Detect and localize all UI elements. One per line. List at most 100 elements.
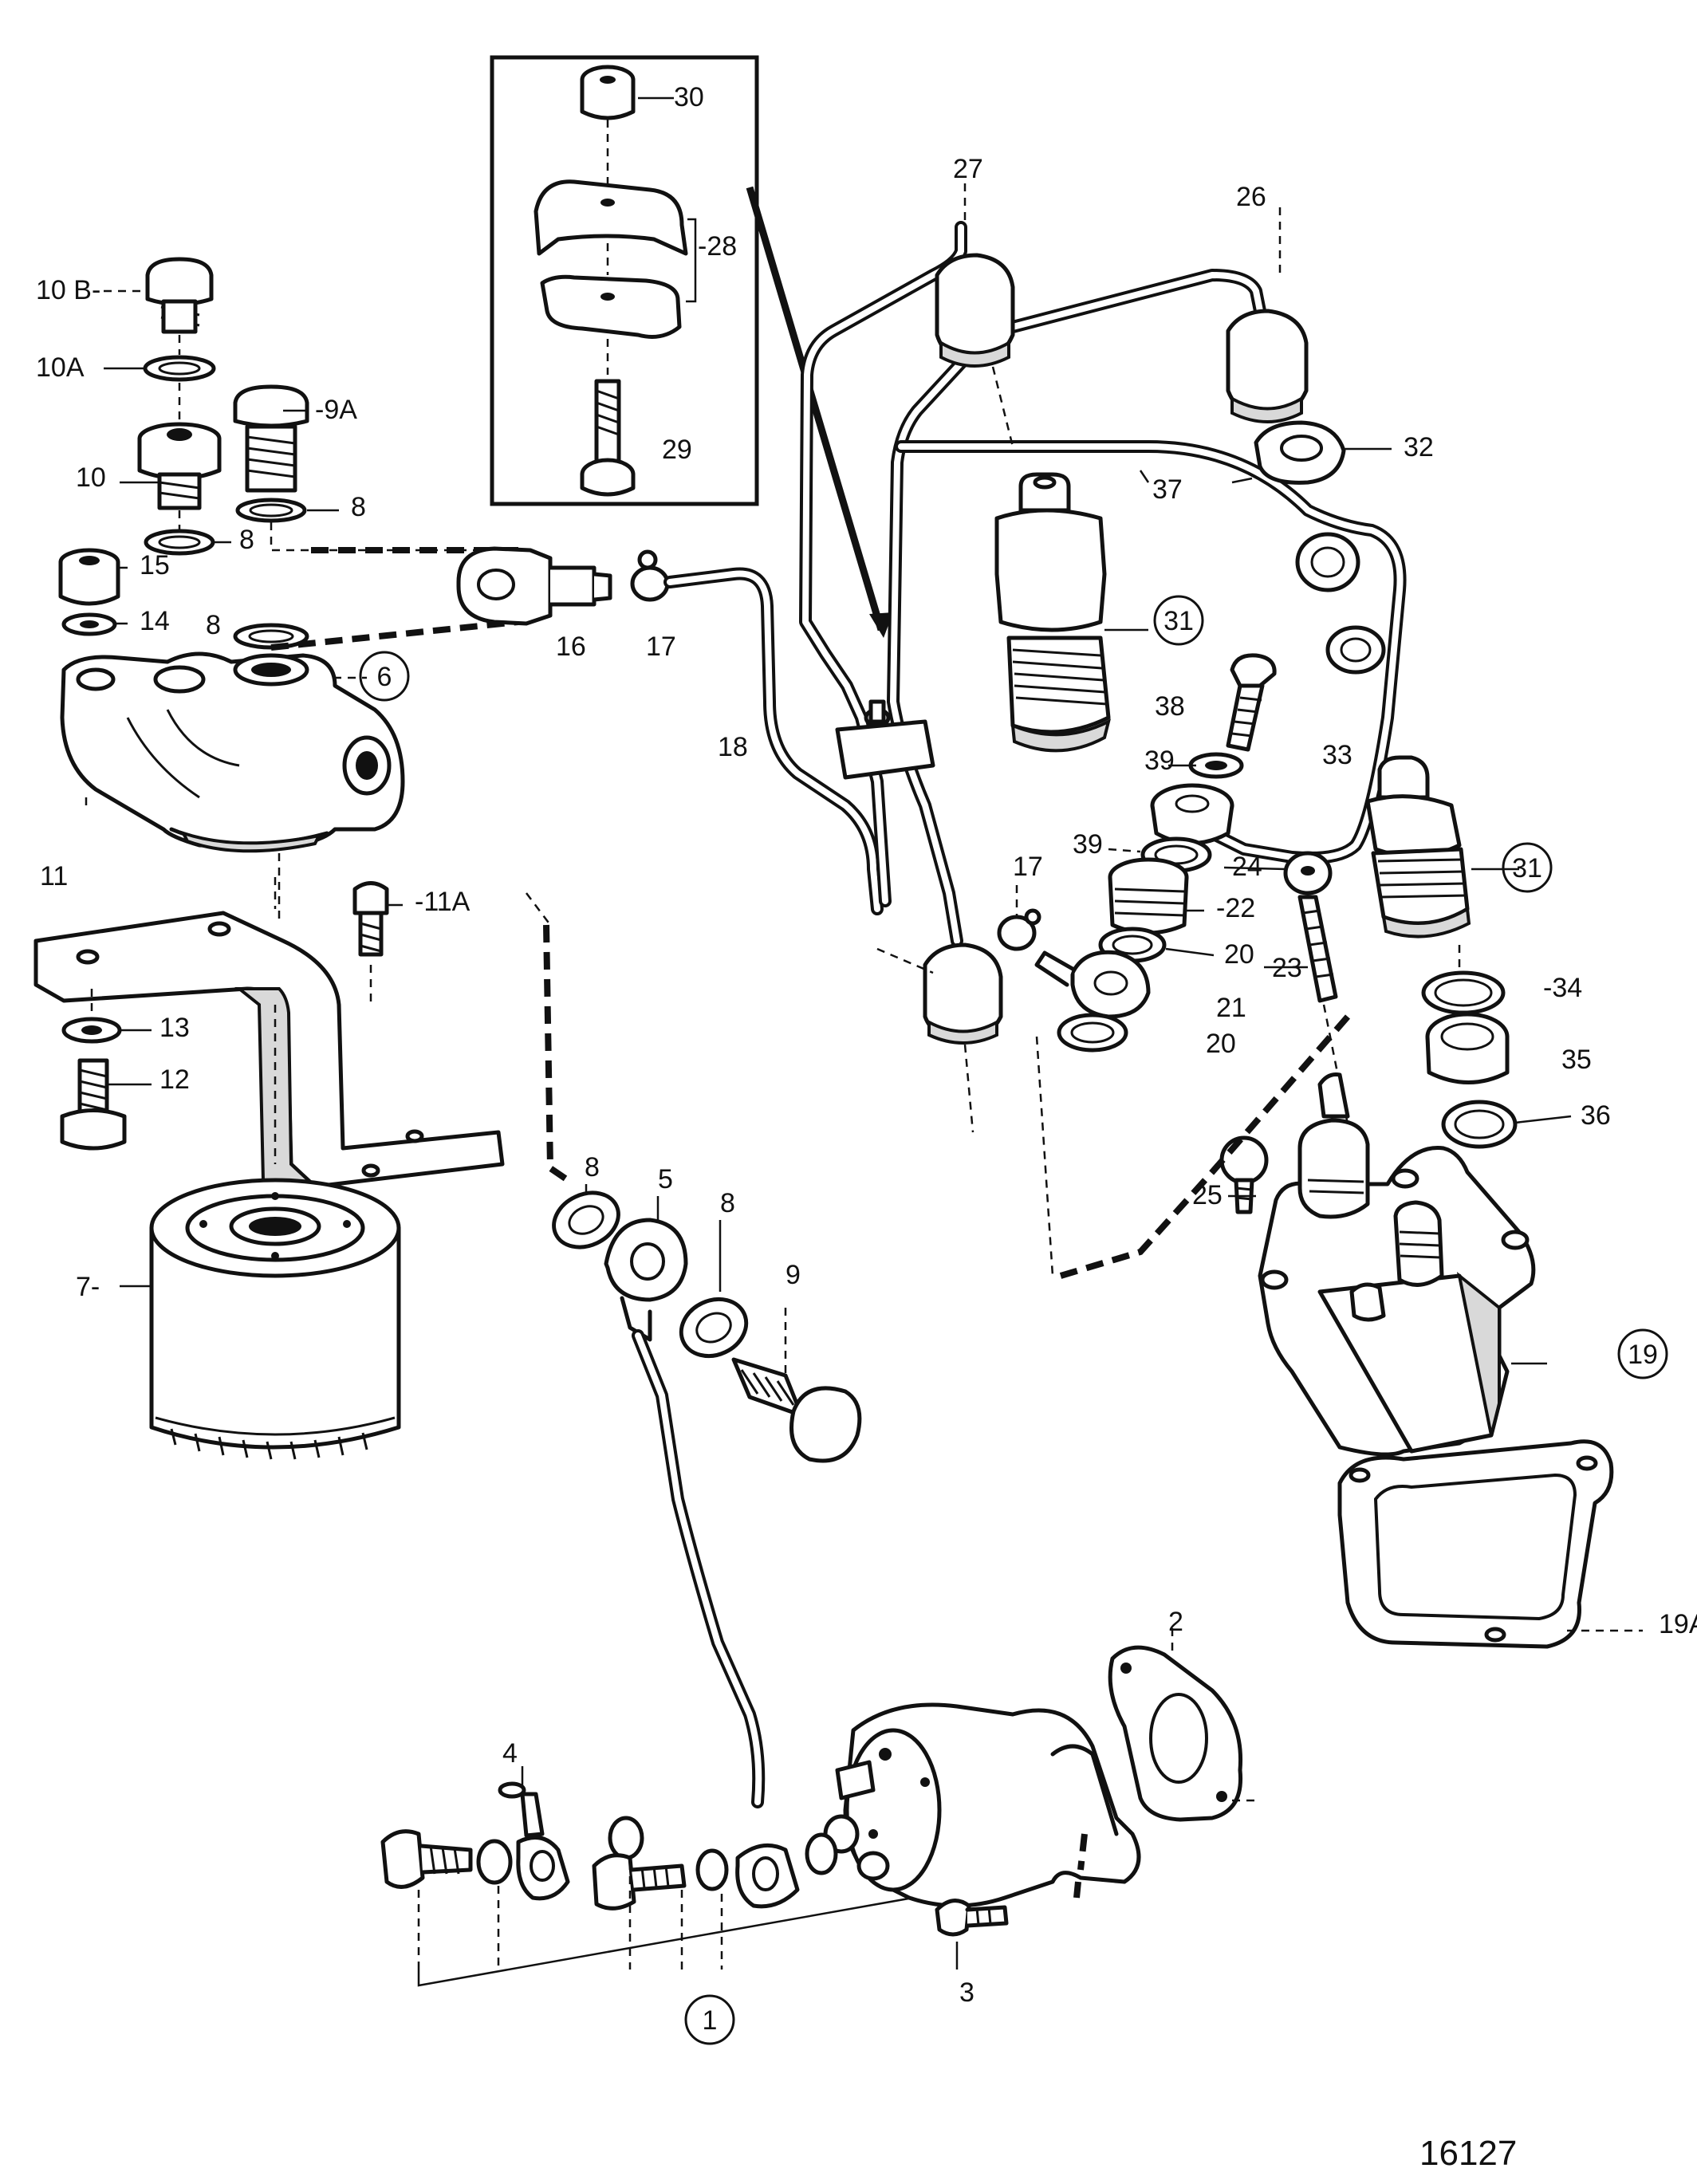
callout-label: -34 — [1543, 973, 1582, 1003]
callout-c-15: 15 — [140, 550, 170, 580]
callout-label: 27 — [953, 154, 983, 184]
callout-c-8e: 8 — [720, 1188, 735, 1218]
washer-8-lower-a — [552, 1190, 620, 1249]
callout-c-25: 25 — [1192, 1180, 1223, 1210]
nut-32 — [1254, 420, 1346, 485]
plug-9a — [233, 384, 309, 493]
callout-c-39b: 39 — [1073, 829, 1103, 860]
callout-label: 7- — [76, 1272, 100, 1302]
callout-c-11a: -11A — [415, 887, 471, 917]
callout-label: 35 — [1561, 1045, 1592, 1075]
callout-label: 32 — [1404, 432, 1434, 462]
washer-pump-a — [608, 1816, 644, 1860]
seal-33 — [1325, 625, 1386, 675]
callout-c-21: 21 — [1216, 993, 1246, 1023]
feed-pump-1 — [823, 1702, 1141, 1908]
callout-c-31b: 31 — [1502, 842, 1553, 893]
pipe-clamp — [835, 699, 935, 780]
injector-31-lower — [1365, 755, 1471, 939]
gasket-2 — [1108, 1645, 1243, 1822]
callout-c-9a: -9A — [315, 395, 357, 425]
seal-36 — [1441, 1100, 1518, 1149]
nut-15 — [58, 548, 120, 606]
washer-8-top — [235, 498, 307, 523]
callout-circle — [1153, 595, 1204, 646]
callout-c-23: 23 — [1272, 953, 1302, 983]
callout-label: 10A — [36, 352, 85, 383]
banjo-22-upper — [1150, 783, 1234, 845]
hose-clip-17-lower — [997, 908, 1041, 951]
nut-30 — [580, 65, 636, 120]
callout-c-17a: 17 — [646, 632, 676, 662]
banjo-bolt-front — [380, 1829, 513, 1889]
callout-c-7: 7- — [76, 1272, 100, 1302]
callout-c-20b: 20 — [1206, 1029, 1236, 1059]
callout-label: -11A — [415, 887, 471, 917]
washer-39-a — [1188, 752, 1244, 779]
callout-c-5: 5 — [658, 1164, 673, 1194]
callout-c-6: 6 — [359, 651, 410, 702]
oil-filter-7 — [149, 1178, 401, 1460]
callout-label: 39 — [1073, 829, 1103, 860]
callout-label: 8 — [351, 492, 366, 522]
washer-8-lower-b — [679, 1297, 749, 1359]
filter-head-6 — [60, 651, 405, 853]
callout-c-4: 4 — [502, 1738, 518, 1769]
callout-c-13: 13 — [159, 1013, 190, 1043]
callout-circle — [684, 1994, 735, 2045]
banjo-pump — [735, 1843, 800, 1909]
callout-c-8b: 8 — [239, 525, 254, 555]
callout-label: 38 — [1155, 691, 1185, 722]
callout-label: 8 — [720, 1188, 735, 1218]
hose-clip-17-top — [630, 549, 670, 602]
callout-c-11: 11 — [40, 861, 68, 891]
callout-label: 8 — [585, 1152, 600, 1183]
pipe-nut-37 — [923, 942, 1003, 1045]
callout-label: 25 — [1192, 1180, 1223, 1210]
banjo-5 — [604, 1218, 688, 1342]
callout-label: 36 — [1581, 1100, 1611, 1131]
callout-c-18: 18 — [718, 732, 748, 762]
callout-c-35: 35 — [1561, 1045, 1592, 1075]
callout-c-28: -28 — [698, 231, 737, 262]
callout-label: 18 — [718, 732, 748, 762]
callout-label: 31 — [1512, 853, 1542, 883]
clamp-inset — [490, 55, 759, 506]
callout-c-33: 33 — [1322, 740, 1352, 770]
injector-31-upper — [994, 472, 1111, 753]
bolt-29 — [580, 379, 636, 497]
plug-10 — [137, 422, 222, 510]
callout-label: 10 — [76, 462, 106, 493]
callout-label: 20 — [1206, 1029, 1236, 1059]
callout-label: -22 — [1216, 893, 1255, 923]
callout-c-10b: 10 B- — [36, 275, 100, 305]
callout-c-8a: 8 — [351, 492, 366, 522]
callout-c-26: 26 — [1236, 182, 1266, 212]
callout-label: 19A — [1659, 1609, 1697, 1639]
washer-20-b — [1057, 1013, 1128, 1053]
callout-label: 31 — [1163, 606, 1194, 636]
callout-label: 1 — [703, 2005, 718, 2036]
callout-c-29: 29 — [662, 435, 692, 465]
callout-c-31a: 31 — [1153, 595, 1204, 646]
callout-c-19a: 19A — [1659, 1609, 1697, 1639]
washer-8-head — [233, 623, 309, 650]
banjo-22 — [1108, 857, 1189, 935]
callout-label: -9A — [315, 395, 357, 425]
nut-24 — [1283, 851, 1333, 895]
banjo-4 — [498, 1781, 570, 1901]
callout-label: 13 — [159, 1013, 190, 1043]
callout-label: 11 — [40, 861, 68, 891]
seal-34 — [1421, 970, 1506, 1015]
screw-3 — [935, 1899, 1009, 1937]
callout-label: 17 — [1013, 852, 1043, 882]
callout-label: 17 — [646, 632, 676, 662]
callout-circle — [359, 651, 410, 702]
callout-label: 8 — [206, 610, 221, 640]
pump-gasket-19a — [1337, 1439, 1614, 1649]
washer-pump-c — [805, 1832, 838, 1875]
callout-c-36: 36 — [1581, 1100, 1611, 1131]
callout-c-16: 16 — [556, 632, 586, 662]
